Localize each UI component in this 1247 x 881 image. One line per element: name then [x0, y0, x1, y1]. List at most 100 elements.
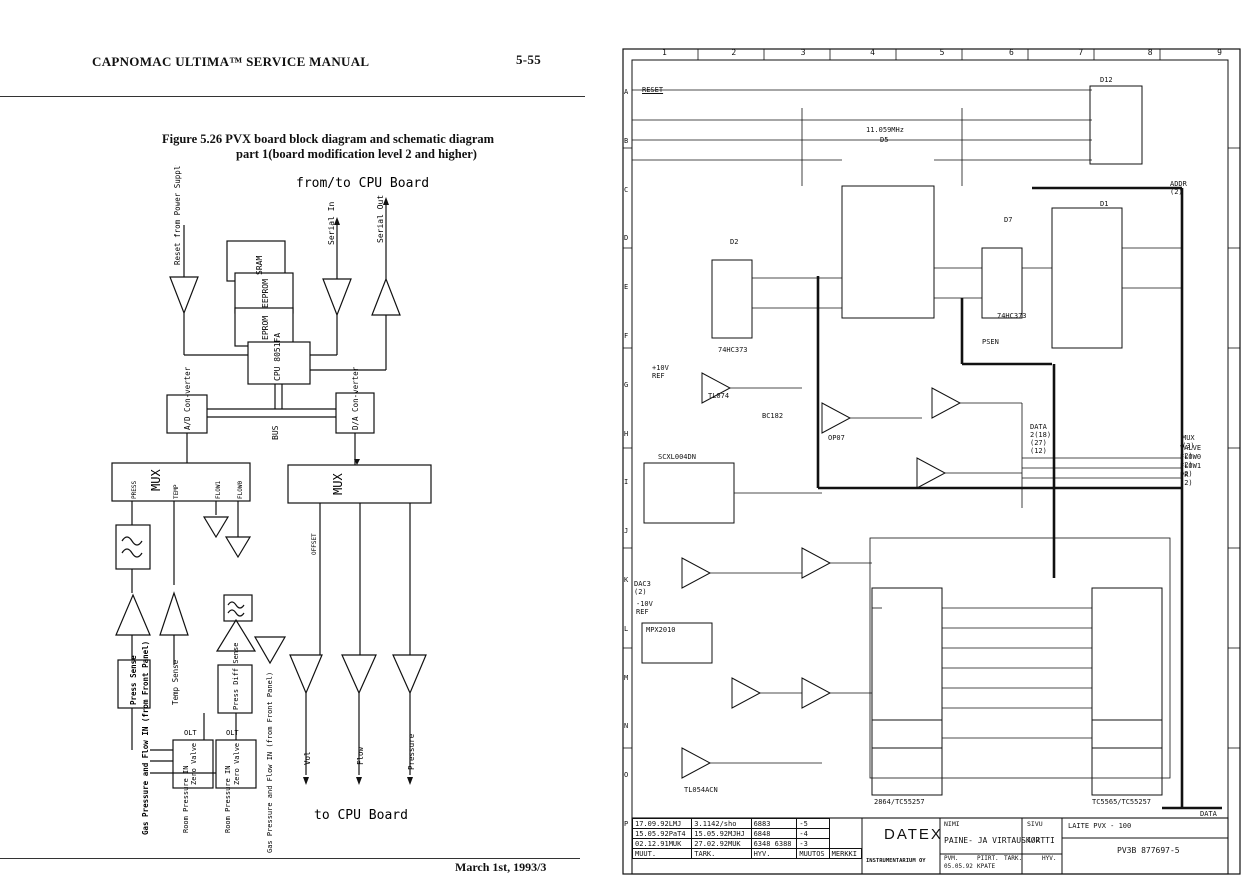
- revision-cell: TARK.: [691, 848, 752, 859]
- grid-col-2: 2: [731, 48, 737, 57]
- reset-label: RESET: [642, 86, 664, 94]
- revision-cell: -5: [796, 818, 830, 829]
- grid-row-i: I: [624, 478, 629, 487]
- footer-date: March 1st, 1993/3: [455, 860, 547, 874]
- data-out-label: DATA: [1200, 810, 1217, 818]
- c2864-label: 2864/TC55257: [874, 798, 925, 806]
- grid-row-k: K: [624, 575, 629, 584]
- grid-col-1: 1: [662, 48, 667, 57]
- bc182-label: BC182: [762, 412, 784, 420]
- tc5565-label: TC5565/TC55257: [1092, 798, 1152, 806]
- flow-label: Flow: [356, 746, 365, 765]
- dac-label: DAC3 (2): [634, 580, 651, 596]
- press-sense-label: Press Sense: [129, 655, 138, 705]
- grid-row-m: M: [624, 673, 629, 682]
- title-block: 17.09.92LMJ 3.1142/sho 6883 -5 15.05.92P…: [631, 818, 1228, 874]
- grid-row-h: H: [624, 429, 629, 438]
- revision-row: 02.12.91MUK 27.02.92MUK 6348 6388 -3: [631, 838, 862, 849]
- op07-label: OP07: [828, 434, 845, 442]
- offset-label: OFFSET: [311, 533, 318, 555]
- da-label: D/A Con-verter: [351, 366, 360, 430]
- revision-cell: 27.02.92MUK: [691, 838, 752, 849]
- drawn-label: PIIRT.: [977, 855, 999, 862]
- room-pressure-2-label: Room Pressure IN: [224, 766, 232, 833]
- checked-label: TARK.: [1004, 855, 1023, 862]
- hc373-b-label: 74HC373: [997, 312, 1027, 320]
- room-pressure-1-label: Room Pressure IN: [182, 766, 190, 833]
- page-number: 5-55: [516, 52, 542, 67]
- drawing-number: PV3B 877697-5: [1117, 846, 1180, 855]
- grid-row-p: P: [624, 819, 629, 828]
- revision-cell: -3: [796, 838, 830, 849]
- mpx-label: MPX2010: [646, 626, 676, 634]
- d1-label: D1: [1100, 200, 1109, 208]
- olt-1-label: OLT: [184, 729, 197, 737]
- revision-table: 17.09.92LMJ 3.1142/sho 6883 -5 15.05.92P…: [631, 818, 863, 859]
- revision-row: MUUT. TARK. HYV. MUUTOS MERKKI: [631, 848, 863, 859]
- revision-cell: MUUTOS: [796, 848, 830, 859]
- d2-label: D2: [730, 238, 739, 246]
- schematic: [622, 48, 1241, 875]
- revision-row: 15.05.92PaT4 15.05.92MJHJ 6848 -4: [631, 828, 862, 839]
- tl074-label: TL074: [708, 392, 730, 400]
- scx-label: SCXL004DN: [658, 453, 696, 461]
- block-diagram: from/to CPU Board to CPU Board Reset fro…: [111, 165, 432, 853]
- flow1-mux-label: FLOW1: [215, 481, 222, 499]
- zero-valve-1-label: Zero Valve: [190, 743, 198, 785]
- grid-row-l: L: [624, 624, 629, 633]
- date-label: PVM.: [944, 855, 959, 862]
- date-value: 05.05.92: [944, 863, 973, 870]
- grid-row-j: J: [624, 527, 629, 536]
- reset-label: Reset from Power Supply Board: [173, 165, 182, 265]
- flow1-label: FLOW1 (2): [1180, 462, 1202, 478]
- device-label: LAITE PVX - 100: [1068, 822, 1132, 830]
- zero-valve-2-label: Zero Valve: [233, 743, 241, 785]
- grid-row-labels-left: A B C D E F G H I J K L M N O P: [624, 88, 628, 828]
- figure-caption-line1: Figure 5.26 PVX board block diagram and …: [162, 132, 495, 146]
- pressure-label: Pressure: [407, 733, 416, 770]
- grid-row-e: E: [624, 283, 629, 292]
- d7-label: D7: [1004, 216, 1013, 224]
- grid-row-b: B: [624, 136, 629, 145]
- approved-label: HYV.: [1042, 855, 1057, 862]
- pr-label: PR (2): [1180, 471, 1193, 487]
- tl054-label: TL054ACN: [684, 786, 718, 794]
- grid-row-d: D: [624, 234, 629, 243]
- vol-label: Vol: [303, 751, 312, 765]
- grid-row-a: A: [624, 88, 629, 96]
- to-cpu-label: to CPU Board: [314, 808, 408, 823]
- serial-in-label: Serial In: [327, 201, 336, 245]
- flow0-label: FLOW0 (2): [1180, 453, 1202, 469]
- right-page: 1 2 3 4 5 6 7 8 9 A B C D E F G H I J K …: [622, 48, 1242, 876]
- grid-col-8: 8: [1147, 48, 1153, 57]
- press-mux-label: PRESS: [131, 481, 138, 499]
- temp-mux-label: TEMP: [173, 484, 180, 499]
- revision-cell: MERKKI: [828, 848, 863, 859]
- drawn-value: KPATE: [977, 863, 996, 870]
- revision-cell: MUUT.: [631, 848, 693, 859]
- grid-row-c: C: [624, 185, 629, 194]
- gas-input-2-label: Gas Pressure and Flow IN (from Front Pan…: [266, 672, 274, 853]
- temp-sense-label: Temp Sense: [171, 659, 180, 705]
- grid-col-3: 3: [800, 48, 806, 57]
- revision-cell: 17.09.92LMJ: [631, 818, 693, 829]
- grid-row-g: G: [624, 380, 629, 389]
- revision-cell: 6848: [750, 828, 798, 839]
- hc373-a-label: 74HC373: [718, 346, 748, 354]
- psen-label: PSEN: [982, 338, 999, 346]
- press-diff-sense-label: Press Diff Sense: [232, 643, 240, 710]
- bus-label: BUS: [271, 425, 280, 440]
- name-value: PAINE- JA VIRTAUSKORTTI: [944, 836, 1055, 845]
- revision-cell: 6348 6388: [750, 838, 798, 849]
- revision-cell: 6883: [750, 818, 798, 829]
- revision-cell: HYV.: [750, 848, 798, 859]
- footer-rule: [0, 858, 580, 859]
- grid-col-7: 7: [1078, 48, 1084, 57]
- data-bus-label: DATA 2(18)(27)(12): [1030, 423, 1052, 455]
- grid-row-f: F: [624, 331, 629, 340]
- mux-left-label: MUX: [149, 469, 163, 491]
- page-value: 1/2: [1027, 836, 1040, 844]
- valve-label: VALVE (2): [1180, 444, 1202, 460]
- grid-col-labels: 1 2 3 4 5 6 7 8 9: [662, 48, 1222, 57]
- olt-2-label: OLT: [226, 729, 239, 737]
